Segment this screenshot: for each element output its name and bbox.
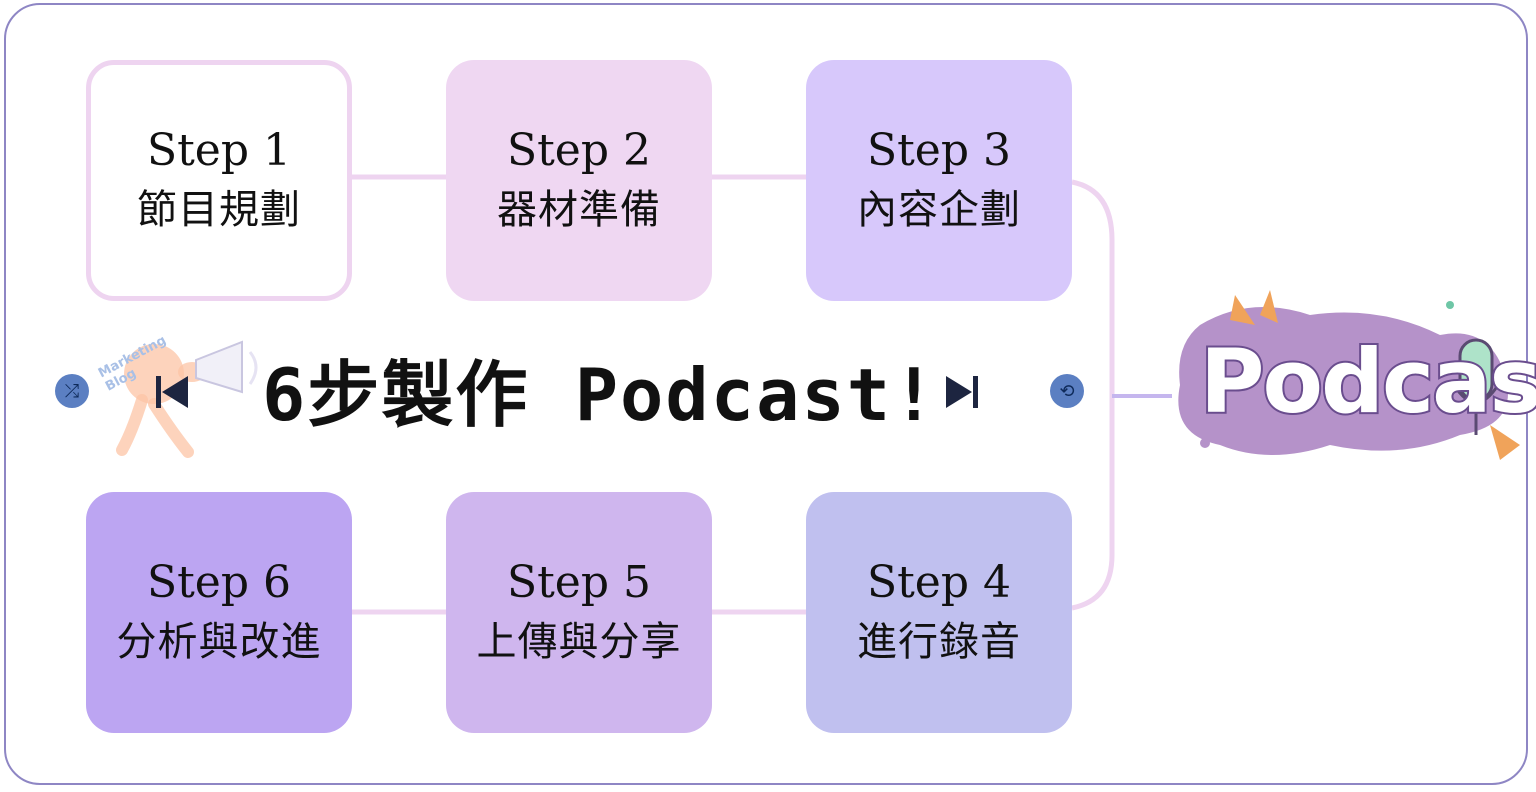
step-2-box: Step 2 器材準備 <box>446 60 712 301</box>
step-4-box: Step 4 進行錄音 <box>806 492 1072 733</box>
step-2-name: 器材準備 <box>497 186 661 233</box>
skip-next-icon[interactable] <box>942 372 982 412</box>
step-6-box: Step 6 分析與改進 <box>86 492 352 733</box>
step-4-name: 進行錄音 <box>857 618 1021 665</box>
step-4-label: Step 4 <box>866 556 1011 608</box>
step-3-name: 內容企劃 <box>857 186 1021 233</box>
podcast-logo-graphic <box>1178 290 1520 460</box>
podcast-logo-text: Podcast <box>1198 328 1536 435</box>
step-1-label: Step 1 <box>146 124 291 176</box>
skip-previous-icon[interactable] <box>152 372 192 412</box>
connector-3-4 <box>1071 179 1115 611</box>
microphone-icon <box>1452 338 1500 435</box>
step-6-label: Step 6 <box>146 556 291 608</box>
step-1-name: 節目規劃 <box>137 186 301 233</box>
diagram-frame <box>4 3 1528 785</box>
shuffle-icon[interactable]: ⤮ <box>55 374 89 408</box>
step-5-label: Step 5 <box>506 556 651 608</box>
step-3-box: Step 3 內容企劃 <box>806 60 1072 301</box>
step-2-label: Step 2 <box>506 124 651 176</box>
step-6-name: 分析與改進 <box>116 618 322 665</box>
step-5-name: 上傳與分享 <box>476 618 682 665</box>
step-5-box: Step 5 上傳與分享 <box>446 492 712 733</box>
step-1-box: Step 1 節目規劃 <box>86 60 352 301</box>
repeat-icon[interactable]: ⟲ <box>1050 374 1084 408</box>
step-3-label: Step 3 <box>866 124 1011 176</box>
diagram-title: 6步製作 Podcast! <box>262 353 938 437</box>
